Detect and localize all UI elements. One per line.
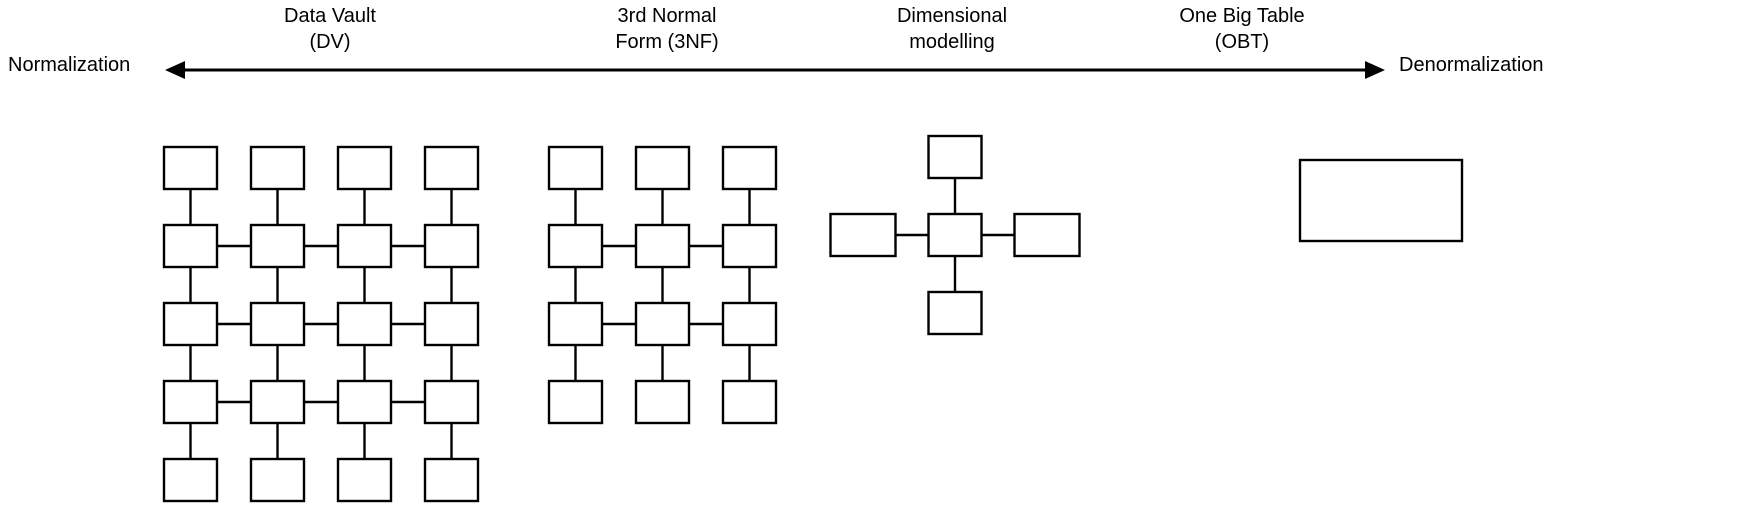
table-node[interactable]: [721, 145, 778, 191]
table-node[interactable]: [423, 145, 480, 191]
table-node[interactable]: [162, 457, 219, 503]
table-node[interactable]: [336, 223, 393, 269]
table-node[interactable]: [634, 223, 691, 269]
table-node[interactable]: [721, 223, 778, 269]
one-big-table-node[interactable]: [1298, 158, 1464, 243]
table-node[interactable]: [634, 301, 691, 347]
stage-label-one-big-table: One Big Table (OBT): [1179, 5, 1305, 53]
table-node[interactable]: [249, 223, 306, 269]
table-node[interactable]: [423, 379, 480, 425]
table-node[interactable]: [162, 145, 219, 191]
dimension-table-node[interactable]: [1013, 212, 1081, 258]
table-node[interactable]: [336, 457, 393, 503]
fact-table-node[interactable]: [927, 212, 983, 258]
axis-label-normalization: Normalization: [8, 54, 131, 76]
table-node[interactable]: [249, 301, 306, 347]
stage-label-data-vault: Data Vault (DV): [284, 5, 376, 53]
table-node[interactable]: [336, 301, 393, 347]
table-node[interactable]: [423, 301, 480, 347]
table-node[interactable]: [423, 223, 480, 269]
table-node[interactable]: [336, 145, 393, 191]
table-node[interactable]: [547, 145, 604, 191]
table-node[interactable]: [162, 379, 219, 425]
table-node[interactable]: [249, 145, 306, 191]
table-node[interactable]: [547, 301, 604, 347]
dimension-table-node[interactable]: [927, 134, 983, 180]
stage-label-dimensional-modelling: Dimensional modelling: [896, 5, 1008, 53]
table-node[interactable]: [721, 379, 778, 425]
table-node[interactable]: [162, 301, 219, 347]
table-node[interactable]: [547, 379, 604, 425]
table-node[interactable]: [547, 223, 604, 269]
table-node[interactable]: [162, 223, 219, 269]
table-node[interactable]: [249, 379, 306, 425]
table-node[interactable]: [249, 457, 306, 503]
table-node[interactable]: [634, 145, 691, 191]
table-node[interactable]: [336, 379, 393, 425]
table-node[interactable]: [634, 379, 691, 425]
table-node[interactable]: [423, 457, 480, 503]
dimension-table-node[interactable]: [829, 212, 897, 258]
stage-label-third-normal-form: 3rd Normal Form (3NF): [615, 5, 719, 53]
dimension-table-node[interactable]: [927, 290, 983, 336]
table-node[interactable]: [721, 301, 778, 347]
axis-label-denormalization: Denormalization: [1399, 54, 1544, 76]
